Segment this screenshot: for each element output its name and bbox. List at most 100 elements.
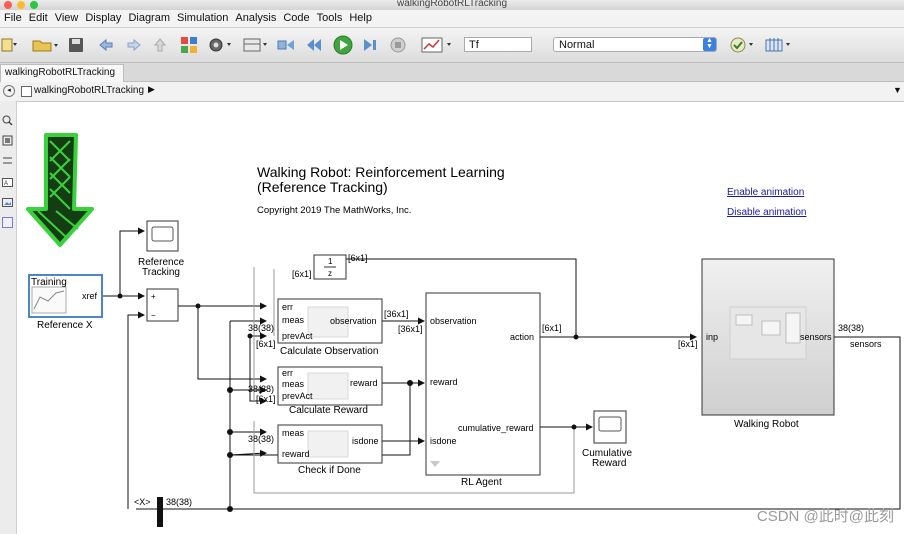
- calc-reward-meas-port: meas: [282, 379, 305, 389]
- close-window-button[interactable]: [4, 1, 12, 9]
- menu-help[interactable]: Help: [349, 12, 372, 24]
- palette-strip: A: [0, 101, 17, 534]
- sig-6x1-a: [6x1]: [292, 269, 312, 279]
- reference-x-inner-label: Training: [31, 277, 67, 288]
- robot-inp-port: inp: [706, 332, 718, 342]
- cumulative-reward-scope[interactable]: [593, 410, 627, 444]
- model-icon: [21, 86, 32, 97]
- rewind-icon: [307, 39, 321, 51]
- library-grid-icon: [181, 37, 197, 53]
- watermark: CSDN @此时@此刻: [756, 508, 894, 525]
- tab-bar: walkingRobotRLTracking: [0, 63, 904, 82]
- minimize-window-button[interactable]: [17, 1, 25, 9]
- new-model-icon: [1, 38, 17, 52]
- back-button[interactable]: [96, 35, 116, 55]
- run-button[interactable]: [332, 35, 354, 55]
- svg-text:+: +: [151, 292, 156, 301]
- new-model-button[interactable]: [0, 35, 22, 55]
- diagram-canvas[interactable]: Training xref Reference X Reference Trac…: [16, 101, 904, 534]
- disable-animation-link[interactable]: Disable animation: [727, 207, 807, 218]
- menu-tools[interactable]: Tools: [316, 12, 343, 24]
- unit-delay-block[interactable]: 1 z: [313, 254, 347, 280]
- image-button[interactable]: [2, 197, 13, 208]
- xref-port-label: xref: [82, 291, 98, 301]
- sig-6x1-rew: [6x1]: [256, 394, 276, 404]
- sig-38-bottom: 38(38): [166, 497, 192, 507]
- sig-sensors-name: sensors: [850, 339, 882, 349]
- double-arrow-icon: [3, 157, 12, 164]
- calc-reward-err-port: err: [282, 368, 293, 378]
- library-browser-button[interactable]: [178, 35, 200, 55]
- menu-display[interactable]: Display: [85, 12, 122, 24]
- menu-analysis[interactable]: Analysis: [235, 12, 277, 24]
- stop-button[interactable]: [388, 35, 408, 55]
- bars-debug-icon: [765, 38, 790, 52]
- rl-agent-label: RL Agent: [461, 477, 502, 488]
- rl-agent-observation-port: observation: [430, 316, 477, 326]
- sig-38-obs: 38(38): [248, 323, 274, 333]
- agent-download-icon: [430, 461, 440, 467]
- check-if-done-block[interactable]: meas reward isdone: [277, 424, 383, 464]
- record-button[interactable]: [420, 35, 456, 55]
- arrow-up-icon: [153, 38, 167, 52]
- forward-button[interactable]: [124, 35, 144, 55]
- enable-animation-link[interactable]: Enable animation: [727, 187, 805, 198]
- debug-button[interactable]: [764, 35, 794, 55]
- zoom-window-button[interactable]: [30, 1, 38, 9]
- step-forward-button[interactable]: [360, 35, 380, 55]
- unit-delay-num: 1: [328, 257, 333, 266]
- sig-38-rew: 38(38): [248, 384, 274, 394]
- arrow-left-icon: [99, 38, 113, 52]
- address-dropdown-icon[interactable]: ▼: [893, 85, 902, 95]
- hide-browser-icon[interactable]: ◂: [3, 85, 15, 97]
- menu-code[interactable]: Code: [283, 12, 310, 24]
- sig-6x1-inp: [6x1]: [678, 339, 698, 349]
- simulation-mode-select[interactable]: Normal ▲▼: [553, 37, 717, 52]
- zoom-icon: [2, 115, 13, 126]
- cumulative-reward-label-2: Reward: [592, 458, 626, 469]
- menu-diagram[interactable]: Diagram: [128, 12, 171, 24]
- reference-tracking-label-2: Tracking: [142, 267, 180, 278]
- zoom-in-button[interactable]: [2, 115, 13, 126]
- calculate-reward-label: Calculate Reward: [289, 405, 368, 416]
- rl-agent-block[interactable]: observation reward isdone action cumulat…: [425, 292, 541, 476]
- calculate-observation-label: Calculate Observation: [280, 346, 378, 357]
- rl-agent-reward-port: reward: [430, 377, 458, 387]
- selector-block[interactable]: [157, 497, 163, 527]
- check-if-done-label: Check if Done: [298, 465, 361, 476]
- area-button[interactable]: [2, 217, 13, 228]
- sum-block[interactable]: + −: [146, 288, 179, 322]
- reference-x-block[interactable]: Training xref: [28, 274, 103, 318]
- stop-time-input[interactable]: Tf: [464, 37, 532, 52]
- tab-model[interactable]: walkingRobotRLTracking: [0, 64, 125, 82]
- menu-file[interactable]: File: [4, 12, 22, 24]
- simulation-mode-value: Normal: [559, 38, 595, 51]
- scope-record-icon: [421, 37, 451, 53]
- walking-robot-block[interactable]: inp sensors: [701, 258, 835, 416]
- step-backward-button[interactable]: [304, 35, 324, 55]
- up-button[interactable]: [150, 35, 170, 55]
- breadcrumb-chevron-icon[interactable]: ▶: [148, 84, 155, 94]
- menu-simulation[interactable]: Simulation: [177, 12, 229, 24]
- model-explorer-button[interactable]: [242, 35, 272, 55]
- calculate-reward-block[interactable]: err meas prevAct reward: [277, 366, 383, 406]
- save-button[interactable]: [66, 35, 86, 55]
- menu-view[interactable]: View: [54, 12, 79, 24]
- step-back-button[interactable]: [276, 35, 296, 55]
- model-advisor-button[interactable]: [728, 35, 758, 55]
- calculate-observation-block[interactable]: err meas prevAct observation: [277, 298, 383, 344]
- reference-tracking-scope[interactable]: [146, 220, 179, 252]
- menu-edit[interactable]: Edit: [28, 12, 48, 24]
- arrow-tool-button[interactable]: [2, 155, 13, 166]
- fit-view-button[interactable]: [2, 135, 13, 146]
- breadcrumb-model[interactable]: walkingRobotRLTracking: [34, 85, 145, 96]
- stop-icon: [390, 37, 406, 53]
- svg-text:−: −: [151, 311, 156, 320]
- diagram-title-line1: Walking Robot: Reinforcement Learning: [257, 164, 505, 180]
- annotation-button[interactable]: A: [2, 177, 13, 188]
- sig-36x1-a: [36x1]: [384, 309, 409, 319]
- area-icon: [2, 217, 13, 228]
- model-settings-button[interactable]: [206, 35, 236, 55]
- open-model-button[interactable]: [30, 35, 60, 55]
- selector-label: <X>: [134, 497, 151, 507]
